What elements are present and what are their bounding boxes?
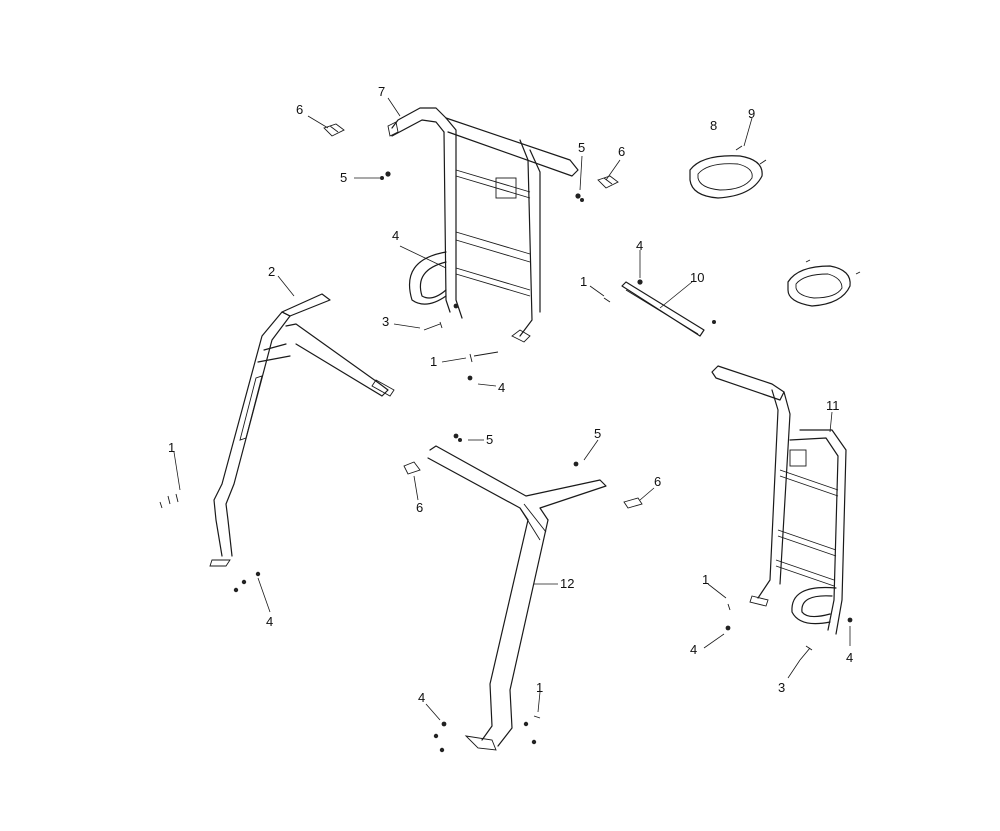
callout-4: 4 [498, 380, 505, 395]
callout-8: 8 [710, 118, 717, 133]
part-8-pads [689, 155, 851, 307]
callout-1: 1 [430, 354, 437, 369]
callout-10: 10 [690, 270, 704, 285]
leader-lines [173, 97, 851, 721]
callout-11: 11 [826, 398, 840, 413]
callout-labels: 7 6 5 5 6 8 9 4 4 1 10 2 3 1 4 11 5 5 6 … [168, 84, 853, 705]
callout-5: 5 [486, 432, 493, 447]
callout-4: 4 [690, 642, 697, 657]
callout-4: 4 [418, 690, 425, 705]
callout-1: 1 [536, 680, 543, 695]
part-2-front-frame [209, 293, 395, 567]
part-10-brace [621, 281, 705, 337]
callout-4: 4 [392, 228, 399, 243]
callout-7: 7 [378, 84, 385, 99]
hardware-parts [159, 123, 861, 753]
callout-2: 2 [268, 264, 275, 279]
callout-3: 3 [382, 314, 389, 329]
callout-3: 3 [778, 680, 785, 695]
callout-1: 1 [168, 440, 175, 455]
callout-4: 4 [266, 614, 273, 629]
callout-6: 6 [416, 500, 423, 515]
callout-1: 1 [702, 572, 709, 587]
callout-5: 5 [340, 170, 347, 185]
callout-6: 6 [296, 102, 303, 117]
callout-5: 5 [594, 426, 601, 441]
callout-6: 6 [654, 474, 661, 489]
callout-1: 1 [580, 274, 587, 289]
part-7-rear-frame [387, 107, 579, 343]
callout-4: 4 [636, 238, 643, 253]
callout-5: 5 [578, 140, 585, 155]
callout-6: 6 [618, 144, 625, 159]
callout-4: 4 [846, 650, 853, 665]
part-11-right-frame [711, 365, 847, 635]
callout-12: 12 [560, 576, 574, 591]
callout-9: 9 [748, 106, 755, 121]
part-12-center-frame [427, 445, 607, 751]
